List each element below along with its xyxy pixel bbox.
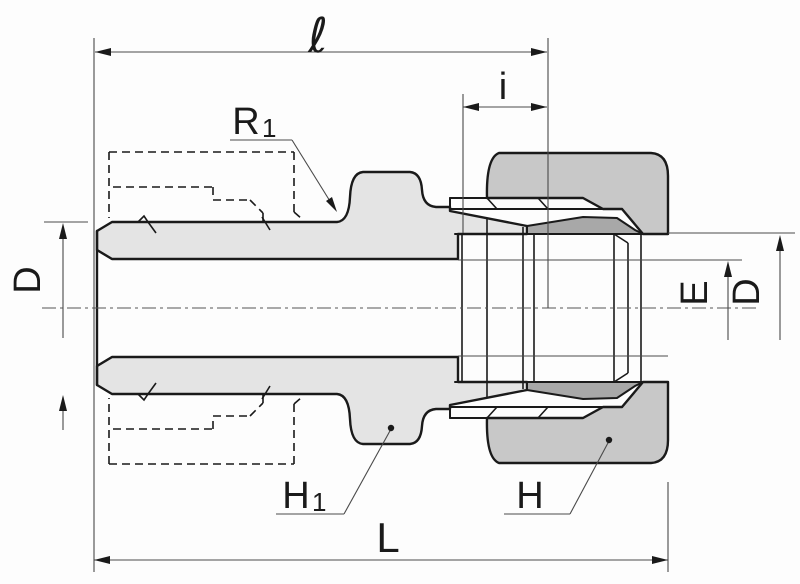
thread-hatch [537, 197, 549, 210]
dim-label-i: i [499, 66, 507, 108]
dim-label-e: E [674, 280, 716, 305]
label-h1-sub: 1 [312, 487, 326, 517]
label-h: H [516, 475, 543, 517]
dim-label-l: L [376, 514, 399, 561]
hidden-thread-lines [108, 151, 303, 465]
label-h1: H [282, 475, 309, 517]
left-stub-chamfers [96, 249, 113, 367]
dimension-e-right: E [674, 261, 732, 340]
dim-label-r1-sub: 1 [262, 113, 276, 143]
dimension-l: L [94, 482, 669, 572]
thread-hatch [486, 406, 498, 419]
dimension-r1-leader: R 1 [230, 101, 337, 212]
dimension-ell: ℓ [93, 8, 549, 572]
dimension-d-right: D [726, 235, 784, 340]
ferrule-wedge-bottom [526, 381, 644, 401]
dim-label-d-right: D [726, 278, 768, 305]
ferrule-wedge-top [526, 215, 644, 235]
dim-label-ell: ℓ [307, 8, 328, 64]
thread-hatch [486, 197, 498, 210]
leader-dot [387, 424, 395, 432]
dim-label-r1: R [232, 101, 259, 143]
leader-dot [605, 436, 613, 444]
dimension-i: i [462, 66, 547, 233]
thread-engagement-lines [449, 197, 623, 419]
label-h-leader: H [504, 436, 613, 517]
dimension-d-left: D [7, 221, 88, 430]
label-h1-leader: H 1 [276, 424, 395, 517]
dim-label-d-left: D [7, 266, 49, 293]
body-bottom-half [95, 355, 529, 446]
thread-hatch [537, 406, 549, 419]
body-top-half [95, 170, 529, 261]
